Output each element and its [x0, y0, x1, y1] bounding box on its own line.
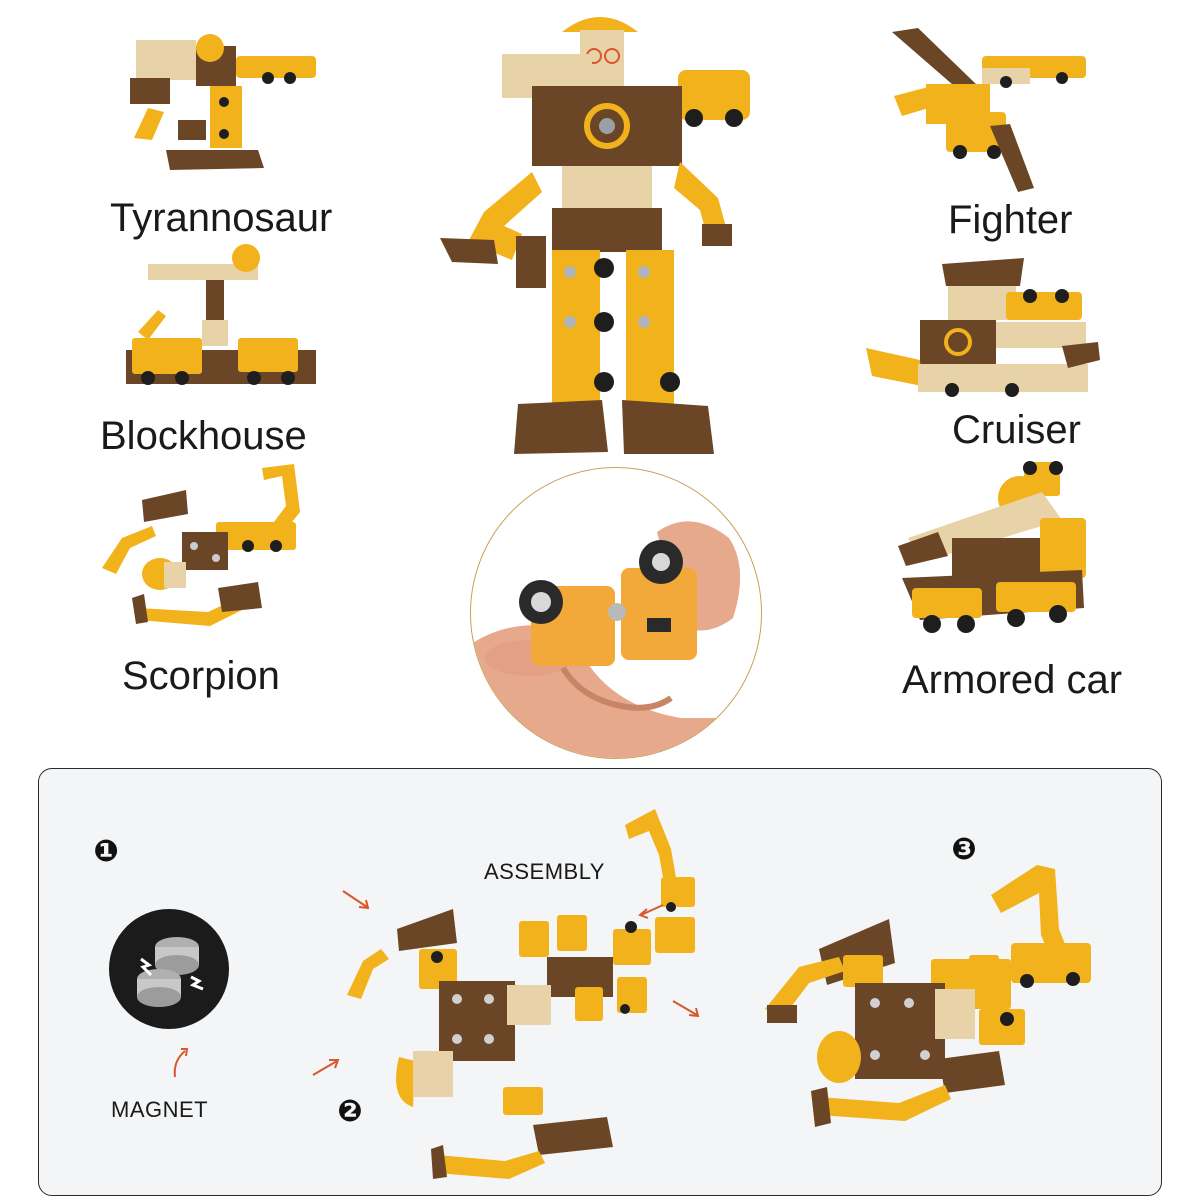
magnet-closeup-photo	[470, 467, 762, 759]
hand-blocks-illustration	[471, 521, 761, 758]
fighter-label: Fighter	[948, 198, 1073, 242]
armored-car-label: Armored car	[902, 658, 1123, 702]
arrow-4-icon	[312, 1059, 340, 1076]
magnet-icon	[109, 909, 229, 1029]
assembled-scorpion-illustration	[765, 865, 1091, 1127]
assembly-label: ASSEMBLY	[484, 859, 605, 884]
tyrannosaur-toy-image	[130, 34, 316, 170]
scorpion-label: Scorpion	[122, 654, 280, 698]
arrow-1-icon	[342, 890, 370, 910]
step-2-badge: ❷	[337, 1095, 363, 1128]
scorpion-toy-image	[102, 464, 300, 626]
arrow-2-icon	[638, 904, 664, 919]
cruiser-label: Cruiser	[952, 408, 1081, 452]
armored-car-toy-image	[898, 461, 1086, 633]
magnet-label: MAGNET	[111, 1097, 209, 1122]
robot-toy-image	[440, 17, 750, 454]
step-1-badge: ❶	[93, 835, 119, 868]
blockhouse-toy-image	[126, 244, 316, 385]
tyrannosaur-label: Tyrannosaur	[110, 196, 333, 240]
magnet-pointer-arrow	[173, 1048, 189, 1078]
step-3-badge: ❸	[951, 833, 977, 866]
assembly-panel: ❶ ❷ ❸ ASSEMBLY MAGNET	[38, 768, 1162, 1196]
blockhouse-label: Blockhouse	[100, 414, 307, 458]
exploded-parts-illustration	[347, 809, 695, 1179]
fighter-toy-image	[892, 28, 1086, 192]
arrow-3-icon	[672, 1000, 700, 1018]
cruiser-toy-image	[866, 258, 1100, 397]
